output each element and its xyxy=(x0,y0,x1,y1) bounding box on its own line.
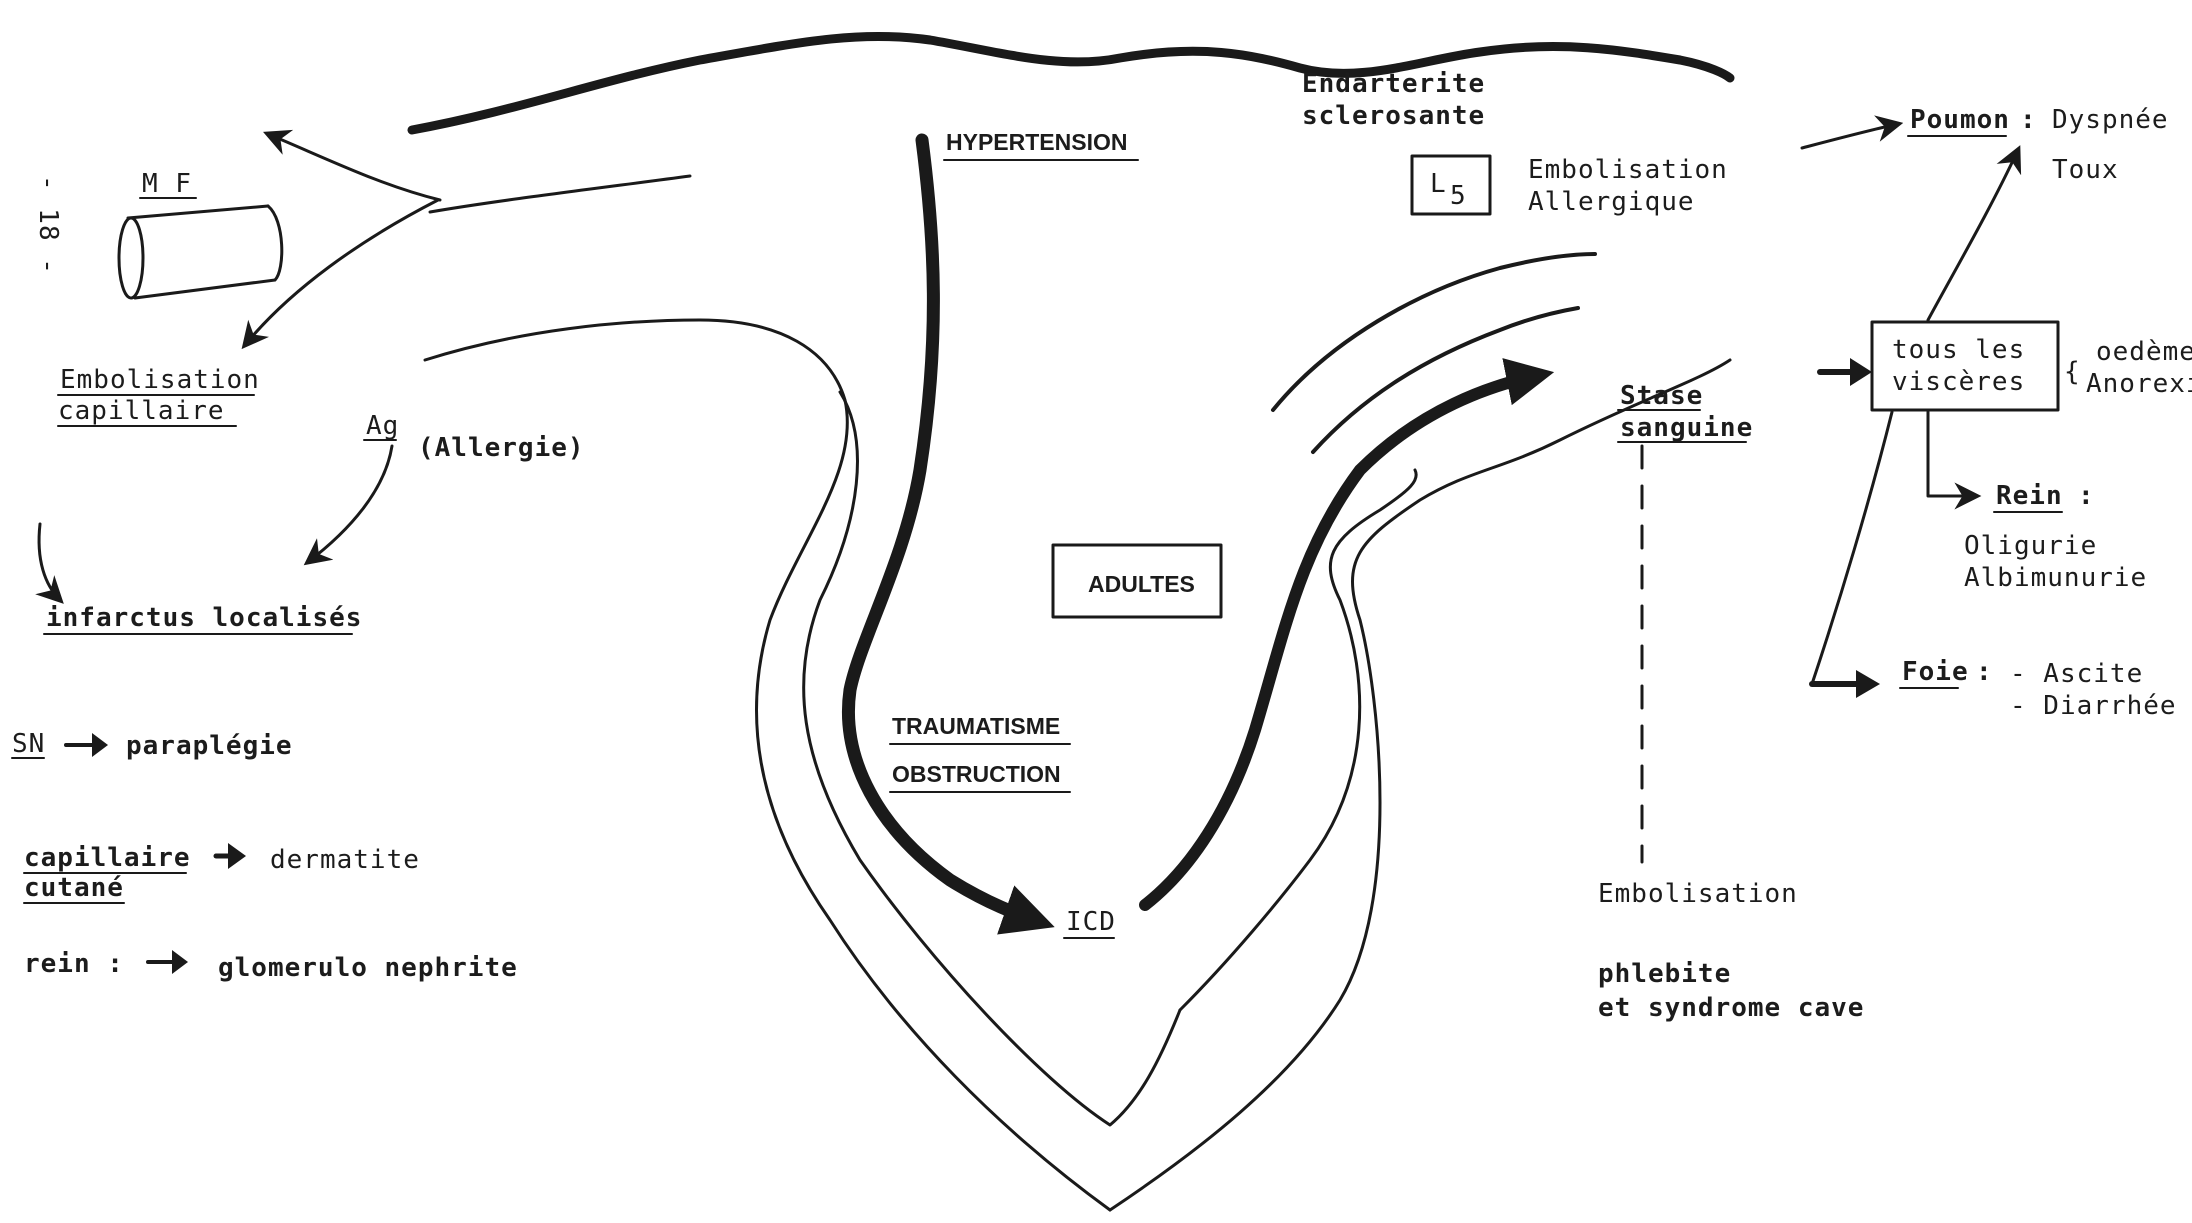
ag-label: Ag xyxy=(366,411,399,441)
embolisation-allergique-line1: Embolisation xyxy=(1528,155,1728,185)
hypertension-flow-arrow xyxy=(848,140,1040,922)
allergie-label: (Allergie) xyxy=(418,433,585,463)
arrow-to-mf xyxy=(268,134,440,200)
anorexie-label: Anorexi xyxy=(2086,369,2192,399)
icd-label: ICD xyxy=(1066,907,1116,937)
embolisation-capillaire-line2: capillaire xyxy=(58,396,225,426)
arrow-visceres-to-poumon xyxy=(1928,150,2018,320)
diarrhee-label: - Diarrhée xyxy=(2010,691,2177,721)
bold-arrow-icon xyxy=(66,733,108,757)
oedeme-label: oedème xyxy=(2096,337,2192,367)
bold-arrow-icon xyxy=(1812,670,1880,698)
vessel-inner-right xyxy=(1180,470,1416,1010)
endarterite-line2: sclerosante xyxy=(1302,101,1485,131)
vessel-arc-1 xyxy=(1273,254,1595,410)
ascite-label: - Ascite xyxy=(2010,659,2143,689)
arrow-ag-to-infarctus xyxy=(308,446,392,562)
rein-right-label: Rein xyxy=(1996,481,2063,511)
mf-label: M F xyxy=(142,169,192,199)
vessel-outer-right xyxy=(1110,360,1730,1210)
l5-label: L xyxy=(1430,169,1447,199)
oligurie-label: Oligurie xyxy=(1964,531,2097,561)
line-visceres-to-foie xyxy=(1812,412,1892,684)
stase-line2: sanguine xyxy=(1620,413,1753,443)
adultes-label: ADULTES xyxy=(1088,571,1195,597)
visceres-line1: tous les xyxy=(1892,335,2025,365)
embolisation-allergique-line2: Allergique xyxy=(1528,187,1695,217)
aorta-top-curve xyxy=(412,36,1730,130)
phlebite-line2: et syndrome cave xyxy=(1598,993,1864,1023)
poumon-separator: : xyxy=(2020,105,2037,135)
stase-line1: Stase xyxy=(1620,381,1703,411)
traumatisme-label: TRAUMATISME xyxy=(892,713,1060,739)
arrow-left-edge xyxy=(39,524,60,600)
page-number: - 18 - xyxy=(33,175,63,275)
cylinder-icon xyxy=(119,206,282,298)
paraplegie-label: paraplégie xyxy=(126,731,293,761)
sn-label: SN xyxy=(12,729,45,759)
visceres-line2: viscères xyxy=(1892,367,2025,397)
obstruction-label: OBSTRUCTION xyxy=(892,761,1061,787)
icd-return-arrow xyxy=(1145,375,1540,905)
bold-arrow-icon xyxy=(148,950,188,974)
rein-right-separator: : xyxy=(2078,481,2095,511)
bold-arrow-icon xyxy=(1820,358,1872,386)
vessel-left-upper xyxy=(430,176,690,212)
foie-label: Foie xyxy=(1902,657,1969,687)
l5-subscript: 5 xyxy=(1450,181,1467,211)
bold-arrow-icon xyxy=(216,843,246,869)
endarterite-line1: Endarterite xyxy=(1302,69,1485,99)
embolisation-bottom-label: Embolisation xyxy=(1598,879,1798,909)
embolisation-capillaire-line1: Embolisation xyxy=(60,365,260,395)
hypertension-label: HYPERTENSION xyxy=(946,129,1127,155)
capillaire-cutane-line1: capillaire xyxy=(24,843,191,873)
dyspnee-label: Dyspnée xyxy=(2052,105,2169,135)
albuminurie-label: Albimunurie xyxy=(1964,563,2147,593)
capillaire-cutane-line2: cutané xyxy=(24,873,124,903)
foie-separator: : xyxy=(1976,657,1993,687)
infarctus-label: infarctus localisés xyxy=(46,603,362,633)
poumon-label: Poumon xyxy=(1910,105,2010,135)
dermatite-label: dermatite xyxy=(270,845,420,875)
phlebite-line1: phlebite xyxy=(1598,959,1731,989)
brace: { xyxy=(2064,357,2081,387)
rein-left-label: rein : xyxy=(24,949,124,979)
glomerulo-label: glomerulo nephrite xyxy=(218,953,518,983)
arrow-to-embolisation-capillaire xyxy=(245,200,438,345)
toux-label: Toux xyxy=(2052,155,2119,185)
arrow-visceres-to-rein xyxy=(1928,412,1976,496)
arrow-to-poumon xyxy=(1802,124,1898,148)
